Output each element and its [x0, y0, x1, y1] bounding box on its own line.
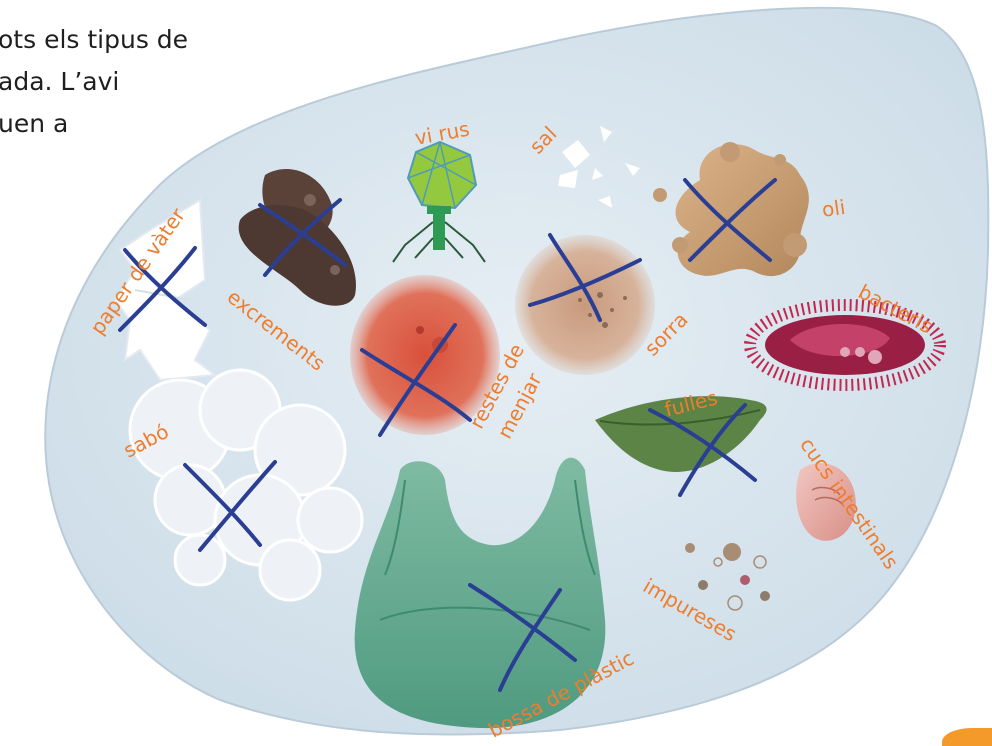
cross-marks: [118, 178, 777, 692]
intro-text-line-2: ada. L’avi: [0, 67, 120, 96]
cross-oil: [683, 178, 777, 262]
cross-paper: [118, 246, 207, 332]
cross-food: [360, 323, 472, 437]
intro-text-line-1: ots els tipus de: [0, 25, 189, 54]
impurities-dots: [685, 543, 770, 611]
soap-bubbles: [128, 368, 364, 602]
bacteria-shape: [744, 299, 946, 391]
cross-soap: [183, 460, 277, 552]
cross-bag: [468, 583, 577, 692]
salt-crystals: [558, 126, 640, 208]
cross-excrements: [258, 198, 347, 277]
cross-leaf: [648, 403, 757, 497]
food-remains-shape: [350, 275, 500, 435]
intestinal-worm-shape: [796, 463, 856, 541]
virus-shape: [392, 140, 486, 263]
orange-corner-decoration: [942, 728, 992, 746]
cross-sand: [528, 233, 642, 322]
intro-text-line-3: uen a: [0, 109, 69, 138]
label-oli: oli: [820, 194, 847, 222]
